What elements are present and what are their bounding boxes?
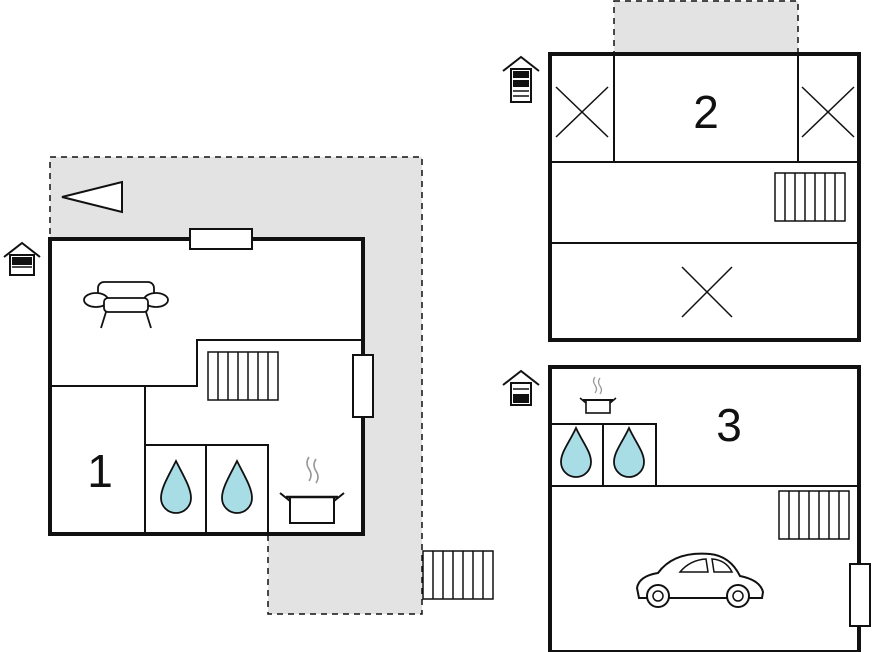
- cooking-pot-icon: [279, 456, 345, 524]
- floor-number: 3: [716, 399, 742, 451]
- north-arrow-icon: [61, 180, 123, 214]
- void-cross-icon: [801, 86, 855, 138]
- stairs-icon: [774, 172, 846, 222]
- stairs-icon: [207, 351, 279, 401]
- void-cross-icon: [681, 266, 733, 318]
- floor-number: 1: [87, 445, 113, 497]
- window-icon: [352, 354, 374, 418]
- inner-wall: [50, 339, 363, 387]
- floor-3-walls: [548, 365, 861, 652]
- balcony-area: [613, 0, 799, 55]
- house-level-icon: [3, 241, 41, 276]
- floor-2-plan: 2: [502, 0, 861, 342]
- house-level-icon: [502, 369, 540, 406]
- bathroom-wall: [550, 423, 657, 486]
- stairs-icon: [778, 490, 850, 540]
- shower-drop-icon: [221, 458, 253, 514]
- floor-1-plan: 1: [3, 156, 494, 615]
- window-icon: [189, 228, 253, 250]
- shower-drop-icon: [560, 425, 592, 478]
- stairs-icon: [422, 550, 494, 600]
- car-icon: [635, 552, 765, 608]
- bathroom-wall: [145, 444, 269, 534]
- sofa-icon: [83, 281, 169, 329]
- floor-number: 2: [693, 86, 719, 138]
- shower-drop-icon: [613, 425, 645, 478]
- house-level-icon: [502, 55, 540, 103]
- void-cross-icon: [555, 86, 609, 138]
- shower-drop-icon: [160, 458, 192, 514]
- cooking-pot-icon: [579, 376, 617, 414]
- window-icon: [849, 563, 871, 627]
- floor-3-plan: 3: [502, 365, 871, 652]
